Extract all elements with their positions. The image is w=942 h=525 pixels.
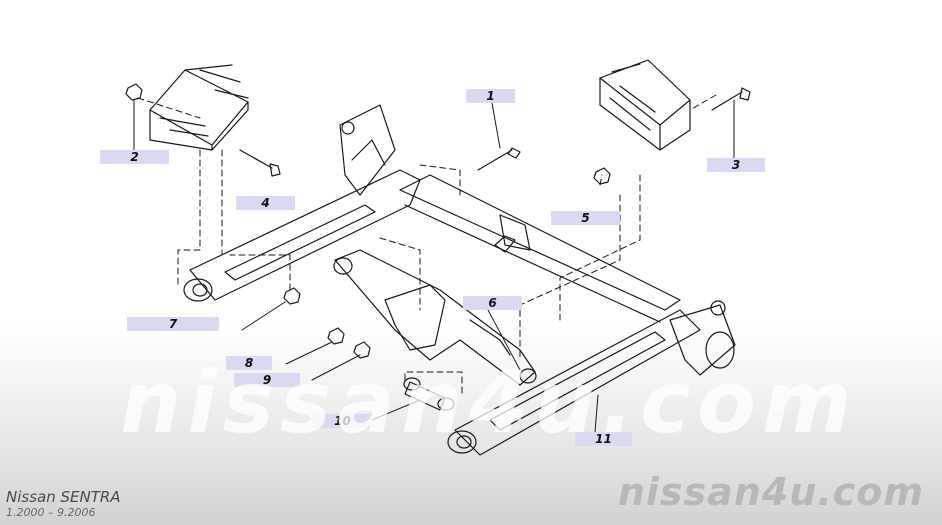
model-name: Nissan SENTRA — [6, 488, 121, 506]
callout-7: 7 — [127, 317, 219, 331]
callout-3: 3 — [707, 158, 765, 172]
lateral-link — [403, 377, 455, 411]
solid-leaders — [133, 99, 735, 433]
right-trailing-arm — [447, 300, 736, 456]
bolt-3-icon — [711, 87, 751, 111]
rear-crossbeam — [399, 174, 681, 323]
callout-9: 9 — [234, 373, 300, 387]
fasteners — [125, 83, 751, 359]
callout-2: 2 — [100, 150, 169, 164]
nut-8-icon — [327, 327, 345, 345]
brand-logo-text[interactable]: nissan4u.com — [617, 470, 924, 514]
bolt-1-icon — [477, 147, 521, 171]
callout-5: 5 — [551, 211, 620, 225]
callout-10: 10 — [313, 414, 372, 428]
callout-6: 6 — [463, 296, 522, 310]
right-body-rail — [599, 59, 691, 151]
bolt-4-icon — [239, 149, 281, 177]
leader-lines — [133, 94, 717, 396]
bushing-7-icon — [283, 287, 301, 305]
production-period: 1.2000 – 9.2006 — [6, 506, 96, 519]
center-member — [333, 249, 537, 386]
nut-2-icon — [125, 83, 143, 101]
callout-8: 8 — [226, 356, 272, 370]
callout-11: 11 — [575, 432, 632, 446]
watermark: nissan4u.com — [120, 353, 858, 453]
callout-1: 1 — [466, 89, 515, 103]
nut-5-icon — [593, 167, 611, 185]
nut-9-icon — [353, 341, 371, 359]
left-trailing-arm — [183, 104, 421, 302]
callout-4: 4 — [236, 196, 295, 210]
left-body-rail — [149, 64, 249, 151]
